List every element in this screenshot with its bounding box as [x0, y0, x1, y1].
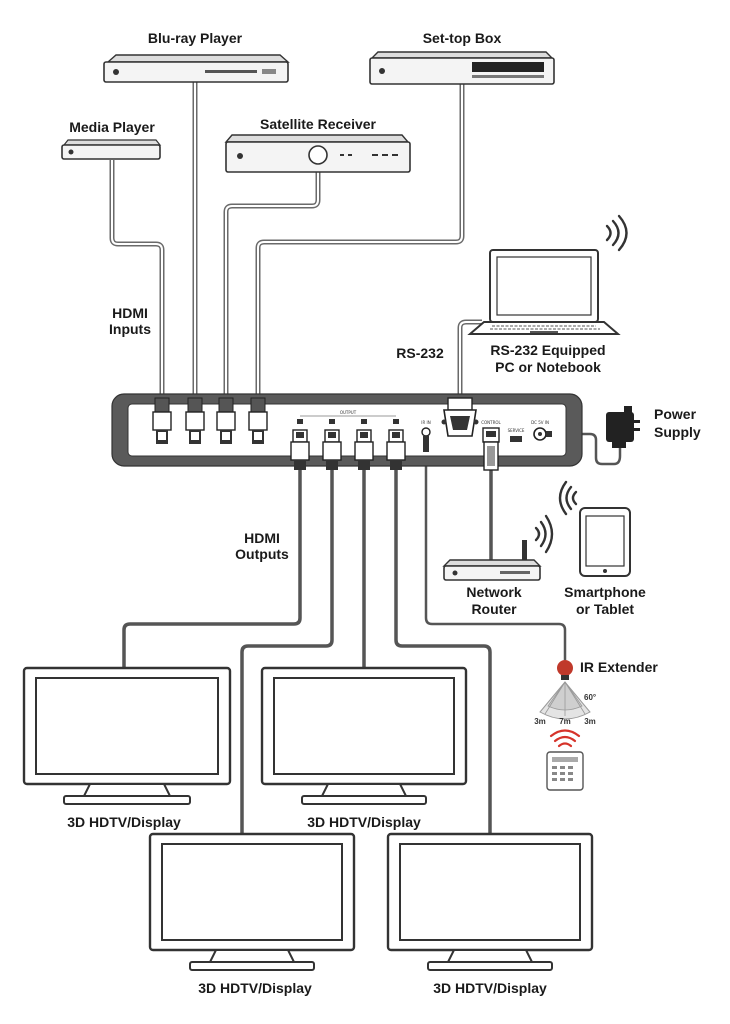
- label-angle: 60°: [584, 693, 596, 702]
- input-cables: [109, 82, 465, 400]
- laptop: [467, 249, 621, 335]
- control-port: [482, 427, 500, 471]
- panel-label-output: OUTPUT: [340, 410, 357, 415]
- label-phone-2: or Tablet: [576, 601, 634, 617]
- label-hdmi-inputs-2: Inputs: [109, 321, 151, 337]
- ir-extender-sensor: [557, 660, 573, 680]
- power-adapter: [606, 406, 640, 448]
- hdmi-input-ports: [152, 397, 268, 444]
- satellite-receiver: [224, 134, 411, 173]
- label-rs232: RS-232: [396, 345, 444, 361]
- label-media: Media Player: [69, 119, 155, 135]
- service-port: [510, 436, 522, 442]
- cable-power: [548, 432, 622, 466]
- tv-display-3: [148, 832, 356, 971]
- label-phone-1: Smartphone: [564, 584, 646, 600]
- label-tv-3: 3D HDTV/Display: [198, 980, 312, 996]
- tv-display-2: [260, 666, 468, 805]
- panel-label-control: CONTROL: [481, 420, 501, 425]
- panel-label-service: SERVICE: [508, 428, 525, 433]
- ir-signal-icon: [549, 729, 581, 748]
- label-tv-4: 3D HDTV/Display: [433, 980, 547, 996]
- output-cables: [122, 470, 492, 836]
- tablet-wifi-icon: [558, 480, 578, 516]
- label-hdmi-inputs-1: HDMI: [112, 305, 148, 321]
- label-router-1: Network: [466, 584, 521, 600]
- label-ir-extender: IR Extender: [580, 659, 658, 675]
- bluray-player: [103, 54, 290, 83]
- label-dist-mid: 7m: [559, 717, 571, 726]
- wifi-icon: [605, 214, 628, 252]
- label-pc-1: RS-232 Equipped: [490, 342, 605, 358]
- label-router-2: Router: [471, 601, 517, 617]
- network-router: [442, 540, 542, 581]
- label-bluray: Blu-ray Player: [148, 30, 243, 46]
- media-player: [61, 139, 162, 160]
- cable-media-player: [109, 160, 165, 400]
- dc-in-port: [533, 427, 552, 441]
- label-power-1: Power: [654, 406, 697, 422]
- label-satellite: Satellite Receiver: [260, 116, 377, 132]
- label-tv-2: 3D HDTV/Display: [307, 814, 421, 830]
- label-power-2: Supply: [654, 424, 701, 440]
- label-dist-right: 3m: [584, 717, 596, 726]
- router-wifi-icon: [534, 514, 554, 554]
- settop-box: [369, 51, 555, 85]
- cable-ir: [424, 450, 567, 660]
- label-tv-1: 3D HDTV/Display: [67, 814, 181, 830]
- panel-label-dc-in: DC 5V IN: [531, 420, 549, 425]
- panel-label-ir-in: IR IN: [421, 420, 430, 425]
- tablet: [579, 507, 631, 577]
- remote-control: [546, 751, 584, 791]
- label-hdmi-outputs-2: Outputs: [235, 546, 289, 562]
- label-dist-left: 3m: [534, 717, 546, 726]
- label-settop: Set-top Box: [423, 30, 502, 46]
- rs232-port: [441, 397, 479, 437]
- label-hdmi-outputs-1: HDMI: [244, 530, 280, 546]
- label-pc-2: PC or Notebook: [495, 359, 601, 375]
- tv-display-4: [386, 832, 594, 971]
- ir-in-port: [421, 427, 431, 452]
- tv-display-1: [22, 666, 232, 805]
- ir-coverage-cone: [539, 681, 591, 720]
- hdmi-output-ports: [290, 419, 406, 470]
